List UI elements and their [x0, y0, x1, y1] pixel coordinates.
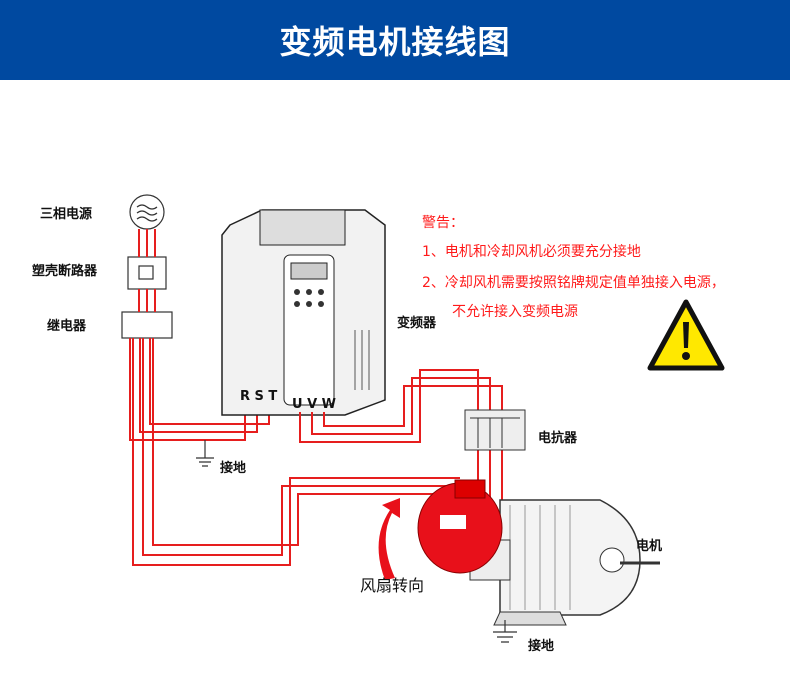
header-banner: 变频电机接线图	[0, 0, 790, 80]
breaker-icon	[127, 256, 167, 290]
page-title: 变频电机接线图	[279, 23, 511, 61]
warning-line-3: 不允许接入变频电源	[452, 303, 578, 320]
ground-label-2: 接地	[528, 638, 554, 654]
fan-direction-label: 风扇转向	[360, 576, 424, 595]
warning-sign-icon	[647, 299, 725, 371]
ground-icon	[196, 440, 214, 467]
ground-label-1: 接地	[220, 460, 246, 476]
relay-icon	[121, 311, 173, 339]
rst-terminal-label: R S T	[240, 389, 277, 404]
warning-line-2: 2、冷却风机需要按照铭牌规定值单独接入电源，	[422, 274, 725, 291]
motor-drawing	[417, 479, 660, 626]
breaker-switch	[138, 265, 154, 280]
power-label: 三相电源	[40, 206, 92, 222]
ac-wave-icon	[136, 204, 158, 222]
uvw-terminal-label: U V W	[292, 397, 336, 412]
inverter-drawing	[221, 209, 386, 416]
motor-label: 电机	[636, 538, 662, 554]
power-source-icon	[129, 194, 165, 230]
warning-line-1: 1、电机和冷却风机必须要充分接地	[422, 243, 641, 260]
relay-label: 继电器	[47, 318, 87, 334]
warning-heading: 警告：	[422, 215, 464, 231]
ground-icon	[493, 620, 517, 643]
supply-wires	[129, 229, 460, 566]
inverter-label: 变频器	[397, 315, 437, 331]
reactor-label: 电抗器	[538, 430, 578, 446]
breaker-label: 塑壳断路器	[32, 263, 98, 279]
reactor-icon	[464, 409, 526, 451]
rotation-arrow-icon	[378, 498, 400, 580]
